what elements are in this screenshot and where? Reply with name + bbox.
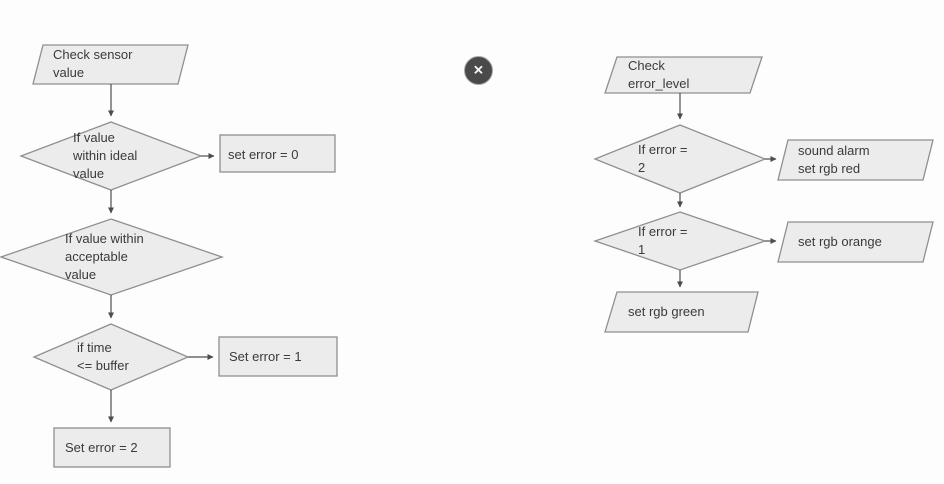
node-acceptable-value-diamond: [0, 218, 225, 296]
node-set-rgb-orange-parallelogram: [777, 221, 934, 263]
node-time-buffer-diamond: [32, 323, 190, 391]
node-set-error-0-rect: [219, 134, 336, 173]
node-check-sensor-parallelogram: [32, 44, 189, 85]
node-sound-alarm-parallelogram: [777, 139, 934, 181]
node-check-error-level-parallelogram: [604, 56, 763, 94]
close-icon: ✕: [473, 62, 484, 78]
close-button[interactable]: ✕: [464, 56, 493, 85]
node-set-error-2-rect: [53, 427, 171, 468]
node-if-error-2-diamond: [593, 124, 767, 194]
node-set-error-1-rect: [218, 336, 338, 377]
node-set-rgb-green-parallelogram: [604, 291, 759, 333]
node-ideal-value-diamond: [19, 121, 203, 191]
node-if-error-1-diamond: [592, 211, 768, 271]
